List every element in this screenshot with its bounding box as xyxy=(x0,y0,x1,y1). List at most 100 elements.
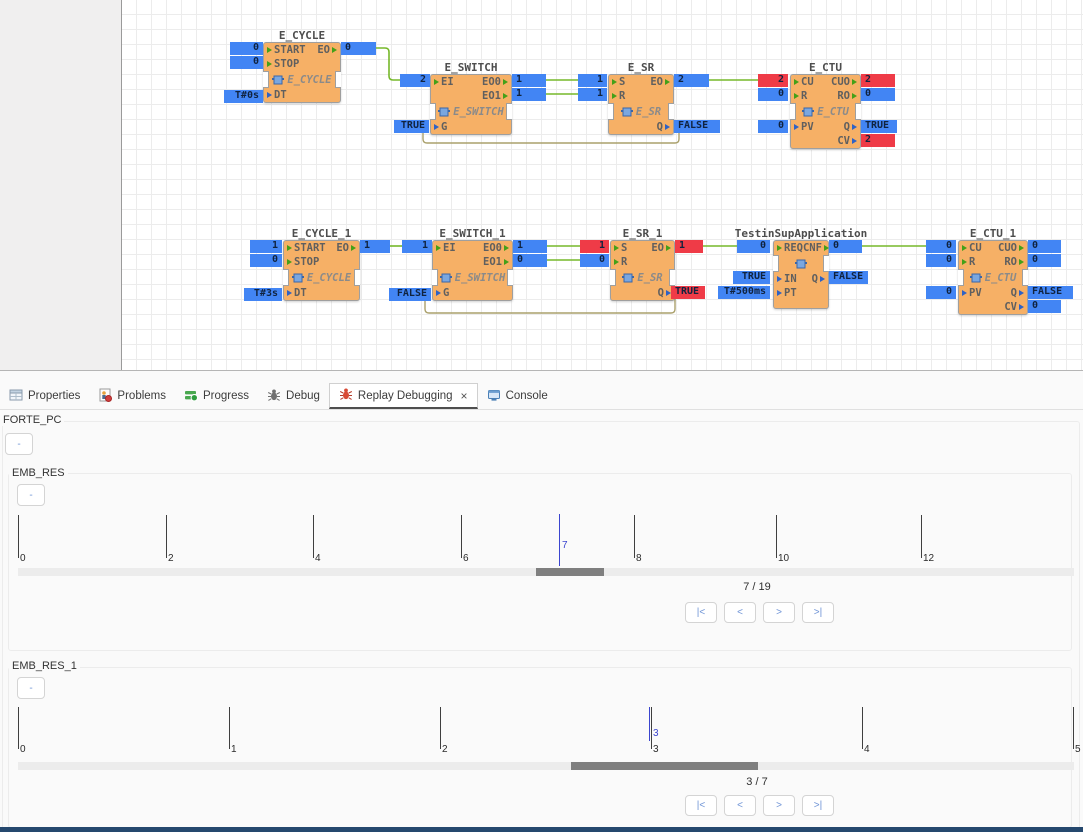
event-output-pin[interactable]: RO xyxy=(837,90,857,102)
event-connection[interactable] xyxy=(376,47,400,81)
data-input-pin[interactable]: PT xyxy=(777,287,797,299)
tab-progress[interactable]: Progress xyxy=(175,383,258,409)
value-box-ro[interactable]: 0 xyxy=(1028,254,1061,267)
event-input-pin[interactable]: EI xyxy=(436,242,456,254)
tab-properties[interactable]: Properties xyxy=(0,383,89,409)
first-step-button[interactable]: |< xyxy=(685,795,717,816)
value-box-eo[interactable]: 2 xyxy=(674,74,709,87)
value-box-r[interactable]: 0 xyxy=(758,88,788,101)
value-box-ro[interactable]: 0 xyxy=(861,88,895,101)
value-box-dt[interactable]: T#0s xyxy=(224,90,263,103)
palette-pane[interactable] xyxy=(0,0,122,370)
data-output-pin[interactable]: Q xyxy=(657,121,670,133)
value-box-q[interactable]: FALSE xyxy=(674,120,720,133)
event-output-pin[interactable]: EO xyxy=(317,44,337,56)
tab-debug[interactable]: Debug xyxy=(258,383,329,409)
value-box-cuo[interactable]: 0 xyxy=(1028,240,1061,253)
value-box-s[interactable]: 1 xyxy=(578,74,607,87)
event-input-pin[interactable]: START xyxy=(267,44,306,56)
next-step-button[interactable]: > xyxy=(763,602,795,623)
last-step-button[interactable]: >| xyxy=(802,602,834,623)
value-box-q[interactable]: TRUE xyxy=(861,120,897,133)
value-box-eo[interactable]: 1 xyxy=(675,240,703,253)
device-collapse-button[interactable]: - xyxy=(5,433,33,455)
value-box-g[interactable]: TRUE xyxy=(394,120,429,133)
event-output-pin[interactable]: EO1 xyxy=(483,256,509,268)
timeline-position-marker[interactable] xyxy=(559,514,560,566)
value-box-r[interactable]: 0 xyxy=(926,254,956,267)
data-input-pin[interactable]: G xyxy=(434,121,447,133)
event-output-pin[interactable]: EO0 xyxy=(483,242,509,254)
event-input-pin[interactable]: S xyxy=(614,242,627,254)
value-box-stop[interactable]: 0 xyxy=(250,254,282,267)
event-output-pin[interactable]: CNF xyxy=(803,242,829,254)
value-box-cv[interactable]: 0 xyxy=(1028,300,1061,313)
data-connection[interactable] xyxy=(424,299,676,314)
value-box-stop[interactable]: 0 xyxy=(230,56,263,69)
event-input-pin[interactable]: R xyxy=(612,90,625,102)
value-box-pv[interactable]: 0 xyxy=(758,120,788,133)
timeline-scrollbar-track[interactable] xyxy=(18,762,1074,770)
value-box-start[interactable]: 0 xyxy=(230,42,263,55)
value-box-r[interactable]: 1 xyxy=(578,88,607,101)
event-input-pin[interactable]: R xyxy=(794,90,807,102)
data-input-pin[interactable]: DT xyxy=(287,287,307,299)
last-step-button[interactable]: >| xyxy=(802,795,834,816)
tab-console[interactable]: Console xyxy=(478,383,557,409)
value-box-ei[interactable]: 1 xyxy=(402,240,432,253)
value-box-cv[interactable]: 2 xyxy=(861,134,895,147)
resource-collapse-button[interactable]: - xyxy=(17,677,45,699)
previous-step-button[interactable]: < xyxy=(724,602,756,623)
close-icon[interactable]: × xyxy=(460,388,468,403)
event-input-pin[interactable]: R xyxy=(614,256,627,268)
event-output-pin[interactable]: EO xyxy=(651,242,671,254)
first-step-button[interactable]: |< xyxy=(685,602,717,623)
value-box-eo[interactable]: 0 xyxy=(341,42,376,55)
data-input-pin[interactable]: DT xyxy=(267,89,287,101)
value-box-cu[interactable]: 2 xyxy=(758,74,788,87)
value-box-eo[interactable]: 1 xyxy=(360,240,390,253)
value-box-q[interactable]: TRUE xyxy=(671,286,705,299)
data-input-pin[interactable]: PV xyxy=(794,121,814,133)
data-input-pin[interactable]: IN xyxy=(777,273,797,285)
value-box-eo0[interactable]: 1 xyxy=(513,240,547,253)
event-output-pin[interactable]: EO xyxy=(650,76,670,88)
value-box-cnf[interactable]: 0 xyxy=(829,240,862,253)
value-box-pt[interactable]: T#500ms xyxy=(718,286,770,299)
previous-step-button[interactable]: < xyxy=(724,795,756,816)
next-step-button[interactable]: > xyxy=(763,795,795,816)
event-output-pin[interactable]: CUO xyxy=(831,76,857,88)
data-output-pin[interactable]: Q xyxy=(658,287,671,299)
value-box-q[interactable]: FALSE xyxy=(829,271,868,284)
value-box-start[interactable]: 1 xyxy=(250,240,282,253)
value-box-s[interactable]: 1 xyxy=(580,240,609,253)
event-input-pin[interactable]: START xyxy=(287,242,326,254)
data-output-pin[interactable]: CV xyxy=(1004,301,1024,313)
timeline-scrollbar-thumb[interactable] xyxy=(536,568,604,576)
value-box-cuo[interactable]: 2 xyxy=(861,74,895,87)
value-box-in[interactable]: TRUE xyxy=(733,271,770,284)
event-input-pin[interactable]: EI xyxy=(434,76,454,88)
value-box-dt[interactable]: T#3s xyxy=(244,288,282,301)
value-box-cu[interactable]: 0 xyxy=(926,240,956,253)
value-box-eo0[interactable]: 1 xyxy=(512,74,546,87)
tab-problems[interactable]: Problems xyxy=(89,383,175,409)
data-input-pin[interactable]: PV xyxy=(962,287,982,299)
value-box-pv[interactable]: 0 xyxy=(926,286,956,299)
event-output-pin[interactable]: RO xyxy=(1004,256,1024,268)
value-box-ei[interactable]: 2 xyxy=(400,74,430,87)
event-input-pin[interactable]: CU xyxy=(794,76,814,88)
event-input-pin[interactable]: R xyxy=(962,256,975,268)
data-input-pin[interactable]: G xyxy=(436,287,449,299)
value-box-eo1[interactable]: 1 xyxy=(512,88,546,101)
value-box-req[interactable]: 0 xyxy=(737,240,770,253)
